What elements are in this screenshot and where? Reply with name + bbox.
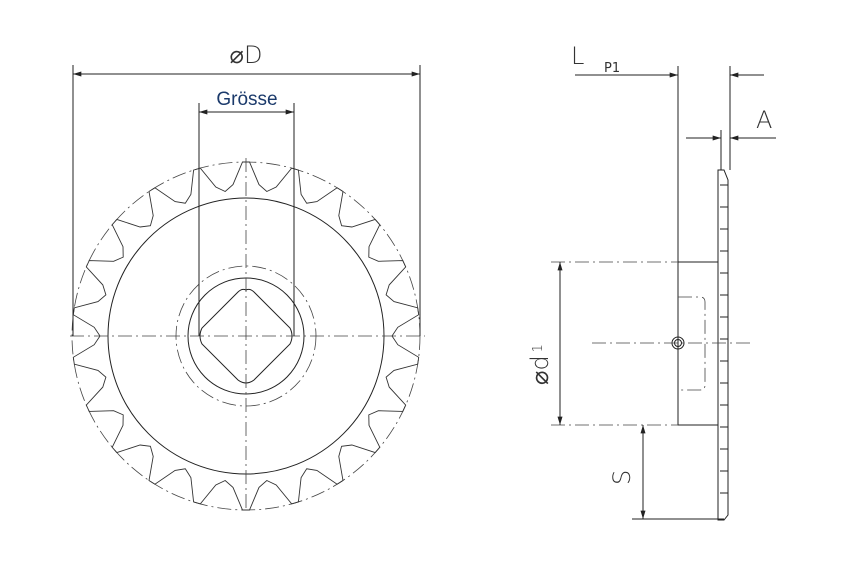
bore-hidden-line bbox=[678, 296, 706, 391]
length-subscript: P1 bbox=[604, 61, 620, 76]
plate-teeth bbox=[720, 184, 728, 494]
size-label: Grösse bbox=[216, 89, 277, 110]
hub-diameter-subscript: 1 bbox=[531, 344, 546, 352]
hub-diameter-label: ⌀d 1 bbox=[526, 344, 554, 385]
length-label: L bbox=[571, 42, 584, 70]
side-label: S bbox=[608, 470, 636, 485]
hub-diameter-main: ⌀d bbox=[526, 355, 554, 385]
outer-diameter-label: ⌀D bbox=[230, 41, 263, 69]
offset-label: A bbox=[756, 106, 772, 134]
plate-side bbox=[717, 169, 729, 521]
sprocket-teeth-outline bbox=[72, 161, 420, 511]
side-view: L P1 A ⌀d 1 S bbox=[526, 42, 776, 521]
front-view: ⌀D Grösse bbox=[70, 41, 425, 512]
